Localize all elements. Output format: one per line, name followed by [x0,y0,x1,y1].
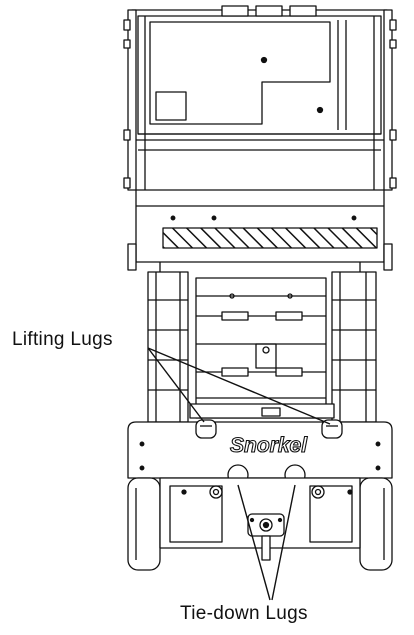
lifting-lugs-leaders [147,347,331,425]
platform-guardrail [123,5,397,191]
wheel-right [359,477,393,571]
lifting-lug-left [195,419,217,439]
lifting-lugs-label: Lifting Lugs [12,329,113,350]
lower-chassis [159,477,361,561]
tie-down-lugs-leaders [237,484,296,601]
lifting-lug-right [321,419,343,439]
wheel-left [127,477,161,571]
platform-deck [127,189,393,272]
scissor-arm-stack [147,271,377,423]
tie-down-lugs-label: Tie-down Lugs [180,603,308,624]
hazard-stripe [162,227,378,249]
snorkel-logo: Snorkel [230,434,308,457]
